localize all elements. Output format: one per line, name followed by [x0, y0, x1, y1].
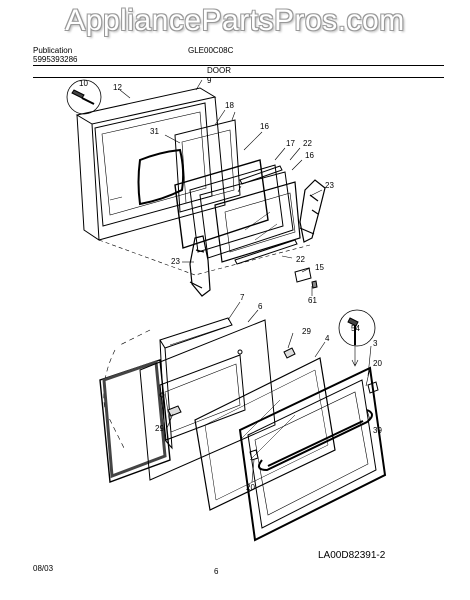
- callout-4: 4: [325, 334, 330, 343]
- callout-22-top: 22: [303, 139, 312, 148]
- hinge-part-23-left: [189, 235, 211, 297]
- footer-page: 6: [214, 567, 219, 576]
- callout-29-left: 29: [155, 424, 164, 433]
- footer-date: 08/03: [33, 564, 54, 573]
- part-61-clip: [311, 280, 318, 289]
- drawing-code: LA00D82391-2: [318, 550, 386, 561]
- callout-61: 61: [308, 296, 317, 305]
- clip-part-20-right: [367, 381, 379, 394]
- callout-9: 9: [207, 76, 212, 85]
- gasket-part-31: [137, 148, 185, 206]
- brand-label: Publication: [33, 46, 73, 55]
- callout-20-left: 20: [246, 483, 255, 492]
- callout-3: 3: [373, 339, 378, 348]
- spacer-part-29-left: [167, 405, 182, 417]
- outer-panel-left: [99, 359, 171, 483]
- glass-panes-part-16-17: [174, 159, 301, 263]
- outer-door-frame-part-3: [238, 366, 387, 542]
- screw-10-callout: [66, 79, 102, 115]
- section-title: DOOR: [207, 66, 231, 75]
- model-number: GLE00C08C: [188, 46, 234, 55]
- bracket-part-22-top: [239, 165, 283, 185]
- publication-number: 5995393286: [33, 55, 78, 64]
- hinge-part-23-right: [299, 179, 326, 243]
- header-rule: [33, 65, 444, 66]
- callout-7: 7: [240, 293, 245, 302]
- watermark: AppliancePartsPros.com: [65, 4, 405, 37]
- callout-23-right: 23: [325, 181, 334, 190]
- callout-18: 18: [225, 101, 234, 110]
- callout-39: 39: [373, 426, 382, 435]
- inner-panel-part-18: [174, 111, 242, 213]
- callout-31: 31: [150, 127, 159, 136]
- section-rule: [33, 77, 444, 78]
- callout-17: 17: [286, 139, 295, 148]
- callout-29-top: 29: [302, 327, 311, 336]
- clip-part-20-left: [249, 449, 259, 461]
- inner-door-panel-part-6: [139, 319, 276, 481]
- bracket-part-22-bottom: [234, 239, 298, 265]
- spacer-part-29-top: [283, 347, 296, 359]
- door-glass-part-4: [194, 357, 336, 511]
- callout-16-top: 16: [260, 122, 269, 131]
- callout-6: 6: [258, 302, 263, 311]
- callout-15: 15: [315, 263, 324, 272]
- callout-54: 54: [351, 324, 360, 333]
- part-15-bracket: [294, 267, 312, 283]
- callout-23-left: 23: [171, 257, 180, 266]
- callout-10: 10: [79, 79, 88, 88]
- callout-12: 12: [113, 83, 122, 92]
- screw-54-callout: [338, 309, 376, 347]
- callout-22-bottom: 22: [296, 255, 305, 264]
- callout-16-right: 16: [305, 151, 314, 160]
- door-handle-part-39: [257, 409, 373, 472]
- callout-20-right: 20: [373, 359, 382, 368]
